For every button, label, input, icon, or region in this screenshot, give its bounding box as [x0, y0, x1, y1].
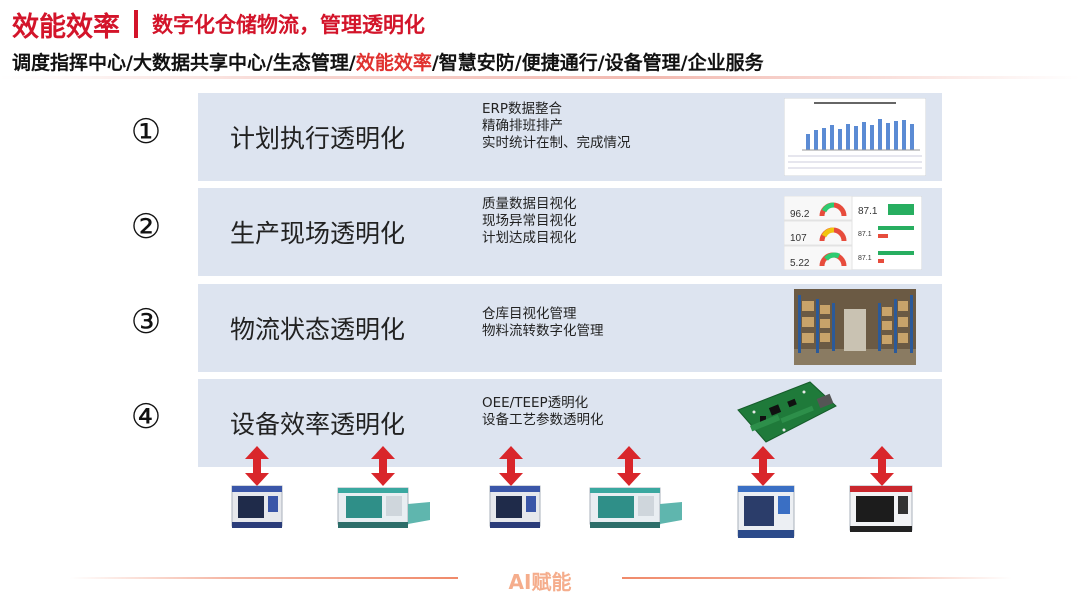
row-title: 计划执行透明化	[230, 124, 406, 153]
page-title: 效能效率	[12, 11, 120, 43]
row-description: 质量数据目视化 现场异常目视化 计划达成目视化	[482, 196, 577, 247]
nav-divider	[0, 76, 1080, 79]
desc-line: 现场异常目视化	[482, 213, 577, 229]
kpi-value: 107	[790, 233, 807, 244]
nav-active[interactable]: 效能效率	[355, 52, 432, 74]
row-description: ERP数据整合 精确排班排产 实时统计在制、完成情况	[482, 101, 631, 152]
desc-line: 计划达成目视化	[482, 230, 577, 246]
cnc-lathe-icon	[337, 487, 430, 528]
cnc-lathe-icon	[589, 487, 682, 528]
row-number-3: ③	[130, 302, 162, 342]
kpi-value: 87.1	[858, 206, 878, 217]
cnc-machine-icon	[231, 485, 283, 528]
desc-line: ERP数据整合	[482, 101, 563, 117]
desc-line: 质量数据目视化	[482, 196, 577, 212]
row-title: 设备效率透明化	[230, 410, 406, 439]
row-description: 仓库目视化管理 物料流转数字化管理	[482, 306, 604, 340]
row-number-2: ②	[130, 207, 162, 247]
nav-before[interactable]: 调度指挥中心/大数据共享中心/生态管理/	[12, 52, 356, 74]
breadcrumb-nav: 调度指挥中心/大数据共享中心/生态管理/效能效率/智慧安防/便捷通行/设备管理/…	[12, 48, 764, 75]
row-title: 生产现场透明化	[230, 219, 406, 248]
footer-label: AI赋能	[508, 570, 572, 594]
circuit-board-image	[737, 381, 837, 443]
desc-line: 精确排班排产	[482, 118, 563, 134]
footer-line-left	[70, 577, 458, 579]
page-subtitle: 数字化仓储物流，管理透明化	[152, 13, 425, 37]
kpi-value: 87.1	[858, 231, 872, 238]
kpi-value: 5.22	[790, 258, 810, 269]
machining-center-icon	[737, 485, 795, 538]
warehouse-photo	[794, 289, 916, 365]
kpi-value: 96.2	[790, 209, 810, 220]
title-separator	[134, 10, 138, 38]
double-arrow-icon	[499, 446, 523, 486]
kpi-value: 87.1	[858, 255, 872, 262]
desc-line: OEE/TEEP透明化	[482, 395, 589, 411]
double-arrow-icon	[751, 446, 775, 486]
desc-line: 设备工艺参数透明化	[482, 412, 604, 428]
dashboard-thumbnail: 96.2 107 5.22 87.1 87.1 87.1	[784, 196, 922, 270]
double-arrow-icon	[617, 446, 641, 486]
desc-line: 物料流转数字化管理	[482, 323, 604, 339]
bar-chart-thumbnail	[784, 98, 926, 176]
footer-line-right	[622, 577, 1012, 579]
desc-line: 实时统计在制、完成情况	[482, 135, 631, 151]
row-number-4: ④	[130, 397, 162, 437]
row-description: OEE/TEEP透明化 设备工艺参数透明化	[482, 395, 604, 429]
cnc-lathe-black-icon	[849, 485, 913, 532]
nav-after[interactable]: /智慧安防/便捷通行/设备管理/企业服务	[431, 52, 764, 74]
double-arrow-icon	[245, 446, 269, 486]
desc-line: 仓库目视化管理	[482, 306, 577, 322]
row-number-1: ①	[130, 112, 162, 152]
gauge-icon	[819, 202, 847, 267]
row-title: 物流状态透明化	[230, 315, 406, 344]
double-arrow-icon	[870, 446, 894, 486]
double-arrow-icon	[371, 446, 395, 486]
page-header: 效能效率 数字化仓储物流，管理透明化	[12, 6, 425, 43]
cnc-machine-icon	[489, 485, 541, 528]
